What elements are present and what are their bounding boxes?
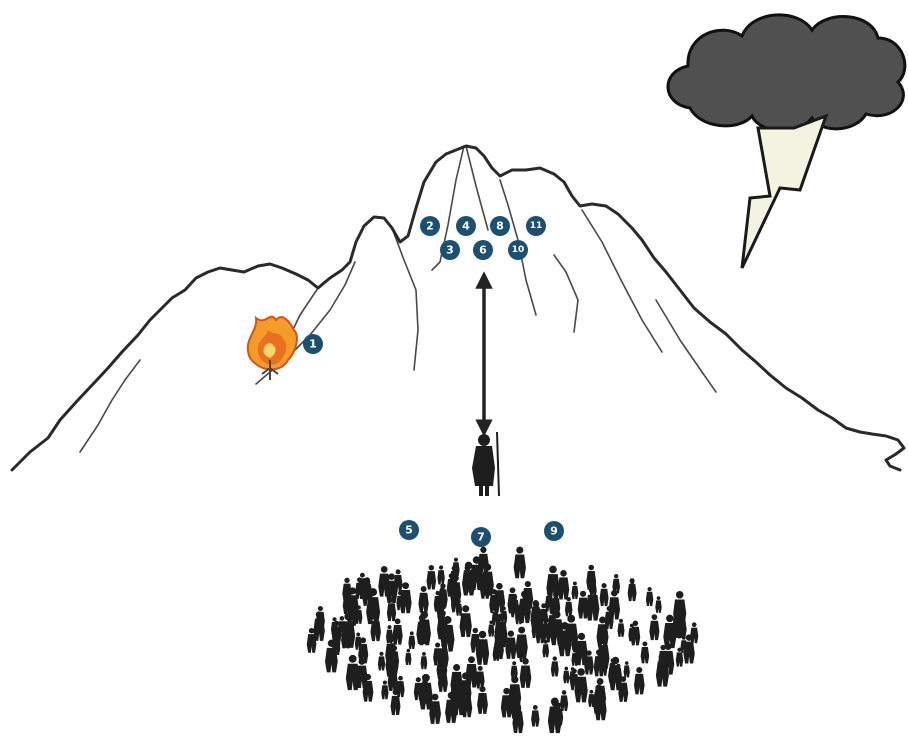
marker-6: 6 [473, 240, 493, 260]
marker-11: 11 [526, 216, 546, 236]
marker-8: 8 [490, 216, 510, 236]
crowd-icon [307, 547, 698, 734]
crowd-person [514, 547, 526, 579]
crowd-person [560, 690, 568, 711]
crowd-person [427, 565, 437, 589]
marker-9: 9 [544, 521, 564, 541]
marker-label: 1 [309, 338, 317, 351]
crowd-person [381, 681, 388, 700]
crowd-person [624, 661, 630, 677]
crowd-person [690, 622, 698, 643]
ridge-line [392, 228, 418, 370]
marker-label: 7 [477, 531, 485, 544]
crowd-person [571, 582, 578, 600]
crowd-person [655, 596, 661, 613]
crowd-person [628, 578, 637, 601]
crowd-person [586, 586, 599, 621]
marker-label: 2 [426, 220, 434, 233]
crowd-person [531, 705, 539, 727]
burning-bush-icon [248, 317, 297, 380]
crowd-person [408, 631, 415, 649]
marker-label: 8 [496, 220, 504, 233]
crowd-person [618, 619, 625, 637]
crowd-person [634, 667, 645, 694]
marker-10: 10 [508, 240, 528, 260]
marker-label: 4 [462, 220, 470, 233]
crowd-person [392, 618, 402, 644]
crowd-person [477, 686, 488, 714]
marker-label: 5 [405, 524, 413, 537]
marker-2: 2 [420, 216, 440, 236]
crowd-person [641, 641, 650, 663]
crowd-person [346, 655, 360, 690]
crowd-person [649, 614, 659, 640]
ridge-line [80, 360, 140, 452]
crowd-person [419, 674, 433, 710]
marker-1: 1 [303, 334, 323, 354]
crowd-person [520, 658, 532, 688]
crowd-person [396, 676, 404, 697]
crowd-person [355, 632, 362, 649]
crowd-person [421, 652, 428, 669]
crowd-person [433, 642, 442, 665]
marker-7: 7 [471, 527, 491, 547]
crowd-person [478, 547, 489, 575]
crowd-person [563, 667, 569, 684]
marker-label: 3 [446, 244, 454, 257]
marker-5: 5 [399, 520, 419, 540]
ridge-line [554, 255, 578, 332]
crowd-person [378, 652, 385, 671]
crowd-person [565, 597, 573, 616]
crowd-person [646, 587, 653, 606]
marker-label: 6 [479, 244, 487, 257]
marker-label: 11 [530, 221, 543, 231]
crowd-person [437, 565, 444, 584]
ridge-line [656, 300, 716, 392]
crowd-person [609, 590, 620, 620]
ridge-line [582, 210, 662, 352]
marker-label: 10 [512, 245, 525, 255]
crowd-person [546, 566, 559, 600]
lightning-bolt-icon [742, 116, 826, 268]
crowd-person [551, 656, 559, 676]
storm-cloud-icon [668, 15, 905, 131]
marker-label: 9 [550, 525, 558, 538]
moses-figure-icon [472, 432, 499, 496]
crowd-person [405, 649, 411, 665]
marker-3: 3 [440, 240, 460, 260]
crowd-person [558, 570, 569, 600]
marker-4: 4 [456, 216, 476, 236]
crowd-person [418, 586, 428, 613]
crowd-person [600, 583, 609, 606]
